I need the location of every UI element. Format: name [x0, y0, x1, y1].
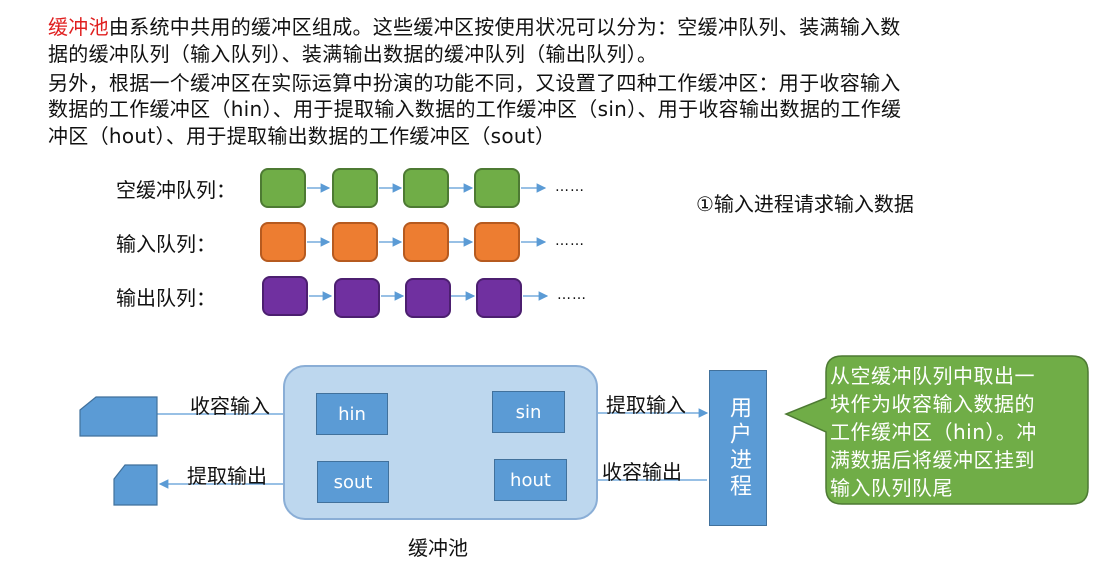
- step-note: ①输入进程请求输入数据: [696, 192, 914, 216]
- output-buffer-block: [334, 278, 380, 318]
- queue-ellipsis: ……: [555, 233, 585, 249]
- output-buffer-block: [476, 278, 522, 318]
- pool-caption: 缓冲池: [408, 536, 468, 560]
- sin-buffer: sin: [492, 391, 565, 433]
- hin-buffer: hin: [316, 393, 388, 435]
- callout-text: 从空缓冲队列中取出一 块作为收容输入数据的 工作缓冲区（hin）。冲 满数据后将…: [830, 364, 1037, 500]
- hout-buffer: hout: [494, 459, 567, 501]
- queue-ellipsis: ……: [555, 179, 585, 195]
- queue-label-output: 输出队列：: [116, 286, 216, 310]
- empty-buffer-block: [332, 168, 378, 208]
- intro-line-4: 数据的工作缓冲区（hin）、用于提取输入数据的工作缓冲区（sin）、用于收容输出…: [48, 97, 902, 121]
- output-device-icon: [113, 464, 158, 506]
- intro-line-2: 据的缓冲队列（输入队列）、装满输出数据的缓冲队列（输出队列）。: [48, 42, 658, 66]
- input-buffer-block: [332, 222, 378, 262]
- output-buffer-block: [262, 276, 308, 316]
- sout-buffer: sout: [317, 461, 389, 503]
- pool-term: 缓冲池: [48, 15, 109, 39]
- intro-line-3: 另外，根据一个缓冲区在实际运算中扮演的功能不同，又设置了四种工作缓冲区：用于收容…: [48, 71, 901, 95]
- empty-buffer-block: [403, 168, 449, 208]
- queue-ellipsis: ……: [557, 287, 587, 303]
- input-buffer-block: [260, 222, 306, 262]
- extract-input-label: 提取输入: [606, 393, 686, 417]
- empty-buffer-block: [474, 168, 520, 208]
- input-buffer-block: [474, 222, 520, 262]
- queue-label-empty: 空缓冲队列：: [116, 178, 236, 202]
- queue-label-input: 输入队列：: [116, 232, 216, 256]
- callout-bubble: [784, 355, 1089, 505]
- user-process-box: 用户进程: [709, 370, 767, 526]
- intro-line-1: 缓冲池由系统中共用的缓冲区组成。这些缓冲区按使用状况可以分为：空缓冲队列、装满输…: [48, 15, 901, 39]
- extract-output-label: 提取输出: [187, 464, 267, 488]
- collect-input-label: 收容输入: [190, 394, 270, 418]
- input-buffer-block: [403, 222, 449, 262]
- intro-line-5: 冲区（hout）、用于提取输出数据的工作缓冲区（sout）: [48, 124, 556, 148]
- output-buffer-block: [405, 278, 451, 318]
- input-device-icon: [79, 396, 158, 437]
- empty-buffer-block: [260, 168, 306, 208]
- collect-output-label: 收容输出: [602, 460, 682, 484]
